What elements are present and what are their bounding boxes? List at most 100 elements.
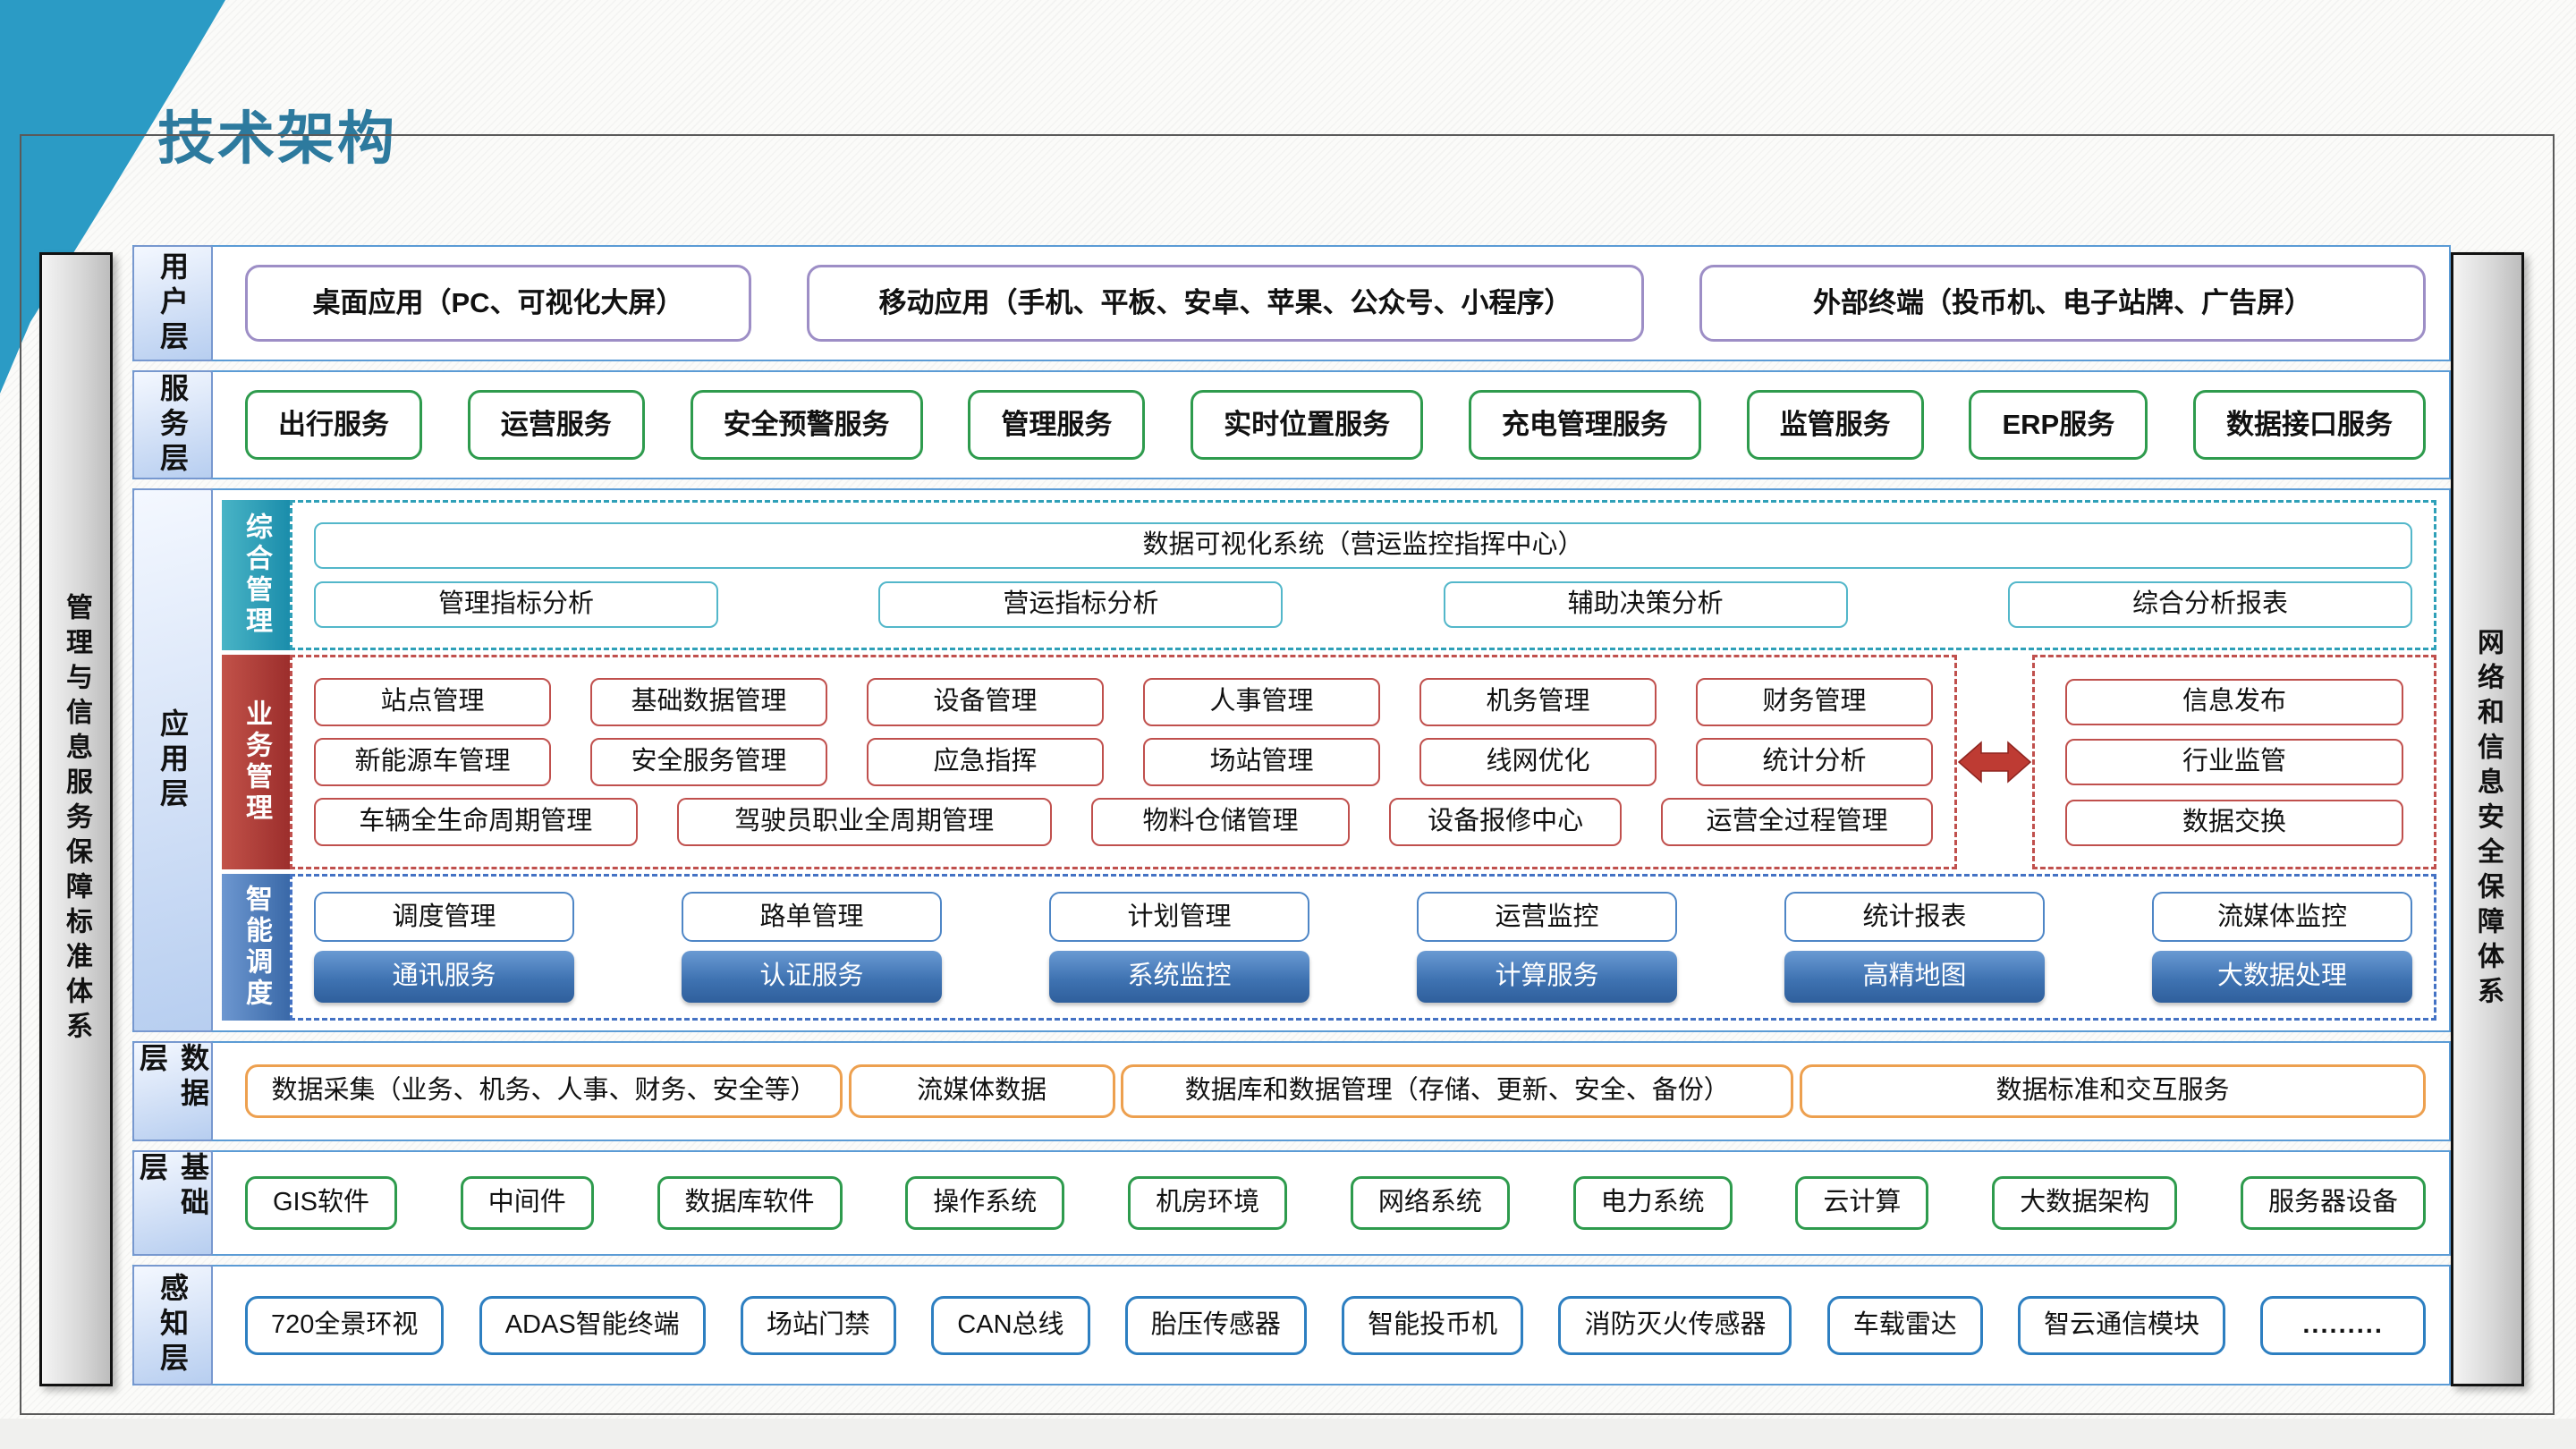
infrastructure-layer-content: GIS软件 中间件 数据库软件 操作系统 机房环境 网络系统 电力系统 云计算 … <box>222 1152 2449 1254</box>
perception-item: 消防灭火传感器 <box>1558 1295 1792 1355</box>
business-item: 新能源车管理 <box>314 738 551 786</box>
dispatch-body: 调度管理 路单管理 计划管理 运营监控 统计报表 流媒体监控 通讯服务 认证服务… <box>290 874 2436 1021</box>
business-item: 机务管理 <box>1419 678 1657 726</box>
business-item: 应急指挥 <box>867 738 1104 786</box>
business-item: 场站管理 <box>1143 738 1380 786</box>
section-label-business: 业务管理 <box>222 655 290 869</box>
layer-label-user: 用户层 <box>132 245 213 361</box>
service-item: 充电管理服务 <box>1468 390 1701 460</box>
service-item: 安全预警服务 <box>690 390 923 460</box>
perception-item: ADAS智能终端 <box>479 1295 706 1355</box>
service-item: 监管服务 <box>1746 390 1924 460</box>
dispatch-service-item: 计算服务 <box>1417 950 1677 1003</box>
business-item: 基础数据管理 <box>590 678 827 726</box>
double-arrow-icon <box>1957 741 2032 784</box>
infrastructure-item: GIS软件 <box>245 1176 397 1230</box>
dispatch-item: 运营监控 <box>1417 892 1677 943</box>
layer-label-perception: 感知层 <box>132 1265 213 1385</box>
infrastructure-item: 云计算 <box>1795 1176 1929 1230</box>
service-layer-content: 出行服务 运营服务 安全预警服务 管理服务 实时位置服务 充电管理服务 监管服务… <box>222 372 2449 478</box>
bottom-margin-strip <box>0 1419 2576 1449</box>
business-item: 驾驶员职业全周期管理 <box>676 798 1052 846</box>
perception-item: 智云通信模块 <box>2018 1295 2226 1355</box>
dispatch-item: 路单管理 <box>682 892 942 943</box>
business-item: 设备报修中心 <box>1389 798 1623 846</box>
service-item: 管理服务 <box>968 390 1146 460</box>
data-item: 数据标准和交互服务 <box>1799 1064 2426 1118</box>
layer-infrastructure: 基础层 GIS软件 中间件 数据库软件 操作系统 机房环境 网络系统 电力系统 … <box>132 1150 2451 1256</box>
user-layer-content: 桌面应用（PC、可视化大屏） 移动应用（手机、平板、安卓、苹果、公众号、小程序）… <box>222 247 2449 360</box>
business-row-3: 车辆全生命周期管理 驾驶员职业全周期管理 物料仓储管理 设备报修中心 运营全过程… <box>314 798 1933 846</box>
dispatch-service-item: 通讯服务 <box>314 950 574 1003</box>
business-row-2: 新能源车管理 安全服务管理 应急指挥 场站管理 线网优化 统计分析 <box>314 738 1933 786</box>
layer-label-service: 服务层 <box>132 370 213 479</box>
comprehensive-item: 辅助决策分析 <box>1443 581 1848 628</box>
comprehensive-item: 管理指标分析 <box>314 581 718 628</box>
comprehensive-item: 营运指标分析 <box>878 581 1284 628</box>
business-row-1: 站点管理 基础数据管理 设备管理 人事管理 机务管理 财务管理 <box>314 678 1933 726</box>
infrastructure-item: 电力系统 <box>1572 1176 1733 1230</box>
layer-data: 数据层 数据采集（业务、机务、人事、财务、安全等） 流媒体数据 数据库和数据管理… <box>132 1041 2451 1141</box>
layer-stack: 用户层 桌面应用（PC、可视化大屏） 移动应用（手机、平板、安卓、苹果、公众号、… <box>132 245 2451 1395</box>
right-security-bar: 网络和信息安全保障体系 <box>2451 252 2524 1386</box>
section-label-dispatch: 智能调度 <box>222 874 290 1021</box>
data-item: 数据采集（业务、机务、人事、财务、安全等） <box>245 1064 843 1118</box>
dispatch-service-item: 高精地图 <box>1784 950 2045 1003</box>
infrastructure-item: 中间件 <box>460 1176 594 1230</box>
perception-item: CAN总线 <box>931 1295 1090 1355</box>
business-external-item: 数据交换 <box>2065 799 2403 846</box>
business-item: 线网优化 <box>1419 738 1657 786</box>
layer-application: 应用层 综合管理 数据可视化系统（营运监控指挥中心） 管理指标分析 营运指标分析… <box>132 488 2451 1032</box>
comprehensive-body: 数据可视化系统（营运监控指挥中心） 管理指标分析 营运指标分析 辅助决策分析 综… <box>290 500 2436 650</box>
business-item: 统计分析 <box>1696 738 1933 786</box>
infrastructure-item: 服务器设备 <box>2240 1176 2426 1230</box>
infrastructure-item: 大数据架构 <box>1992 1176 2178 1230</box>
dispatch-filled-row: 通讯服务 认证服务 系统监控 计算服务 高精地图 大数据处理 <box>314 950 2412 1003</box>
layer-label-data: 数据层 <box>132 1041 213 1141</box>
service-item: 出行服务 <box>245 390 422 460</box>
business-main-box: 站点管理 基础数据管理 设备管理 人事管理 机务管理 财务管理 新能源车管理 安 <box>290 655 1957 869</box>
business-external-item: 行业监管 <box>2065 739 2403 785</box>
dispatch-service-item: 认证服务 <box>682 950 942 1003</box>
comprehensive-items-row: 管理指标分析 营运指标分析 辅助决策分析 综合分析报表 <box>314 581 2412 628</box>
section-business: 业务管理 站点管理 基础数据管理 设备管理 人事管理 机务管理 财务管理 <box>222 655 2436 869</box>
data-item: 数据库和数据管理（存储、更新、安全、备份） <box>1121 1064 1794 1118</box>
business-item: 财务管理 <box>1696 678 1933 726</box>
business-body: 站点管理 基础数据管理 设备管理 人事管理 机务管理 财务管理 新能源车管理 安 <box>290 655 2436 869</box>
infrastructure-item: 网络系统 <box>1350 1176 1510 1230</box>
business-item: 站点管理 <box>314 678 551 726</box>
business-item: 安全服务管理 <box>590 738 827 786</box>
dispatch-service-item: 大数据处理 <box>2152 950 2412 1003</box>
dispatch-item: 计划管理 <box>1049 892 1309 943</box>
dispatch-item: 流媒体监控 <box>2152 892 2412 943</box>
business-item: 车辆全生命周期管理 <box>314 798 638 846</box>
dispatch-service-item: 系统监控 <box>1049 950 1309 1003</box>
layer-label-application: 应用层 <box>132 488 213 1032</box>
comprehensive-item: 综合分析报表 <box>2007 581 2412 628</box>
dispatch-outline-row: 调度管理 路单管理 计划管理 运营监控 统计报表 流媒体监控 <box>314 892 2412 943</box>
section-comprehensive: 综合管理 数据可视化系统（营运监控指挥中心） 管理指标分析 营运指标分析 辅助决… <box>222 500 2436 650</box>
comprehensive-wide-item: 数据可视化系统（营运监控指挥中心） <box>314 522 2412 569</box>
service-item: 实时位置服务 <box>1191 390 1424 460</box>
left-standards-bar: 管理与信息服务保障标准体系 <box>39 252 113 1386</box>
perception-item: 场站门禁 <box>740 1295 896 1355</box>
layer-user: 用户层 桌面应用（PC、可视化大屏） 移动应用（手机、平板、安卓、苹果、公众号、… <box>132 245 2451 361</box>
exchange-arrow-cell <box>1957 655 2032 869</box>
application-layer-content: 综合管理 数据可视化系统（营运监控指挥中心） 管理指标分析 营运指标分析 辅助决… <box>222 490 2449 1030</box>
infrastructure-item: 机房环境 <box>1128 1176 1288 1230</box>
data-layer-content: 数据采集（业务、机务、人事、财务、安全等） 流媒体数据 数据库和数据管理（存储、… <box>222 1043 2449 1140</box>
perception-item: 胎压传感器 <box>1124 1295 1307 1355</box>
service-item: 运营服务 <box>467 390 645 460</box>
perception-layer-content: 720全景环视 ADAS智能终端 场站门禁 CAN总线 胎压传感器 智能投币机 … <box>222 1267 2449 1384</box>
perception-item: 智能投币机 <box>1342 1295 1524 1355</box>
page-title: 技术架构 <box>157 106 397 171</box>
section-dispatch: 智能调度 调度管理 路单管理 计划管理 运营监控 统计报表 流媒体监控 <box>222 874 2436 1021</box>
business-external-box: 信息发布 行业监管 数据交换 <box>2032 655 2436 869</box>
business-item: 运营全过程管理 <box>1661 798 1933 846</box>
layer-service: 服务层 出行服务 运营服务 安全预警服务 管理服务 实时位置服务 充电管理服务 … <box>132 370 2451 479</box>
perception-item-ellipsis: ......... <box>2260 1295 2426 1355</box>
dispatch-item: 统计报表 <box>1784 892 2045 943</box>
section-label-comprehensive: 综合管理 <box>222 500 290 650</box>
business-external-item: 信息发布 <box>2065 678 2403 725</box>
